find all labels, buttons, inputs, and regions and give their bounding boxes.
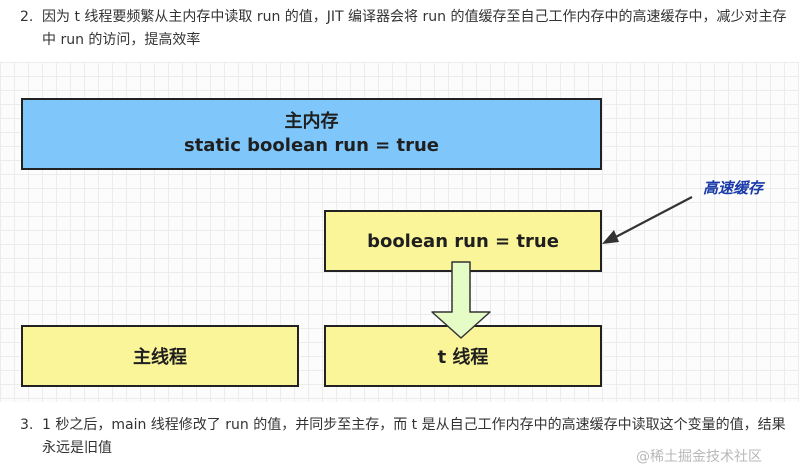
- step-number: 2.: [20, 9, 34, 25]
- cache-label: 高速缓存: [703, 179, 764, 197]
- main-thread-box: 主线程: [21, 325, 299, 387]
- step-3-paragraph: 3. 1 秒之后，main 线程修改了 run 的值，并同步至主存，而 t 是从…: [20, 414, 790, 460]
- t-thread-label: t 线程: [437, 347, 489, 368]
- cache-pointer-line: [609, 196, 693, 241]
- cache-code: boolean run = true: [367, 230, 559, 252]
- step-text: 1 秒之后，main 线程修改了 run 的值，并同步至主存，而 t 是从自己工…: [42, 417, 786, 456]
- down-block-arrow: [431, 261, 491, 339]
- main-memory-box: 主内存 static boolean run = true: [21, 98, 602, 170]
- step-text: 因为 t 线程要频繁从主内存中读取 run 的值，JIT 编译器会将 run 的…: [42, 9, 787, 48]
- step-number: 3.: [20, 417, 34, 433]
- memory-diagram: 主内存 static boolean run = true boolean ru…: [0, 62, 799, 402]
- main-memory-code: static boolean run = true: [183, 135, 440, 156]
- diagram-arrows: [431, 196, 693, 339]
- step-2-paragraph: 2. 因为 t 线程要频繁从主内存中读取 run 的值，JIT 编译器会将 ru…: [20, 6, 790, 52]
- main-memory-title: 主内存: [284, 111, 339, 132]
- cache-pointer-arrowhead: [602, 230, 619, 244]
- watermark: @稀土掘金技术社区: [636, 449, 762, 465]
- main-thread-label: 主线程: [133, 347, 187, 368]
- cache-box: boolean run = true: [324, 210, 602, 272]
